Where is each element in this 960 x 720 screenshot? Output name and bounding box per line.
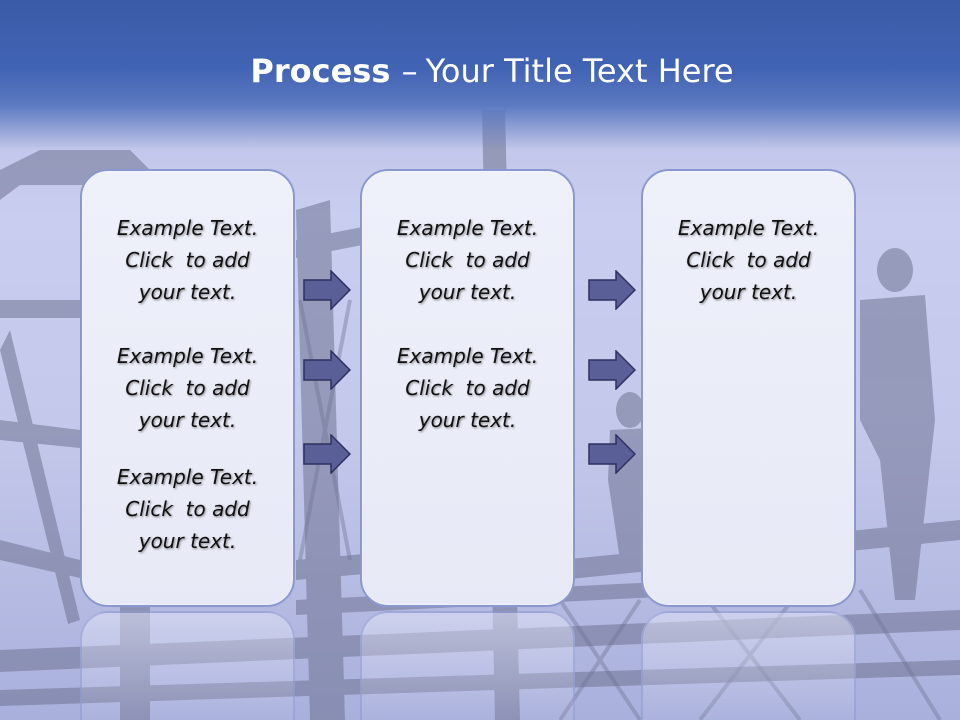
text-placeholder[interactable]: Example Text. Click to add your text. xyxy=(362,212,573,308)
text-line: your text. xyxy=(138,529,237,553)
text-placeholder[interactable]: Example Text. Click to add your text. xyxy=(643,212,854,308)
text-placeholder[interactable]: Example Text. Click to add your text. xyxy=(82,212,293,308)
text-line: Example Text. xyxy=(396,216,539,240)
text-line: Example Text. xyxy=(116,465,259,489)
right-arrow-icon[interactable] xyxy=(303,270,351,310)
text-placeholder[interactable]: Example Text. Click to add your text. xyxy=(82,340,293,436)
process-panel-1[interactable]: Example Text. Click to add your text. Ex… xyxy=(80,169,295,607)
text-line: Click to add xyxy=(405,248,530,272)
text-line: Example Text. xyxy=(677,216,820,240)
panel-reflection xyxy=(360,611,575,720)
title-keyword: Process xyxy=(250,52,391,90)
panel-reflection xyxy=(641,611,856,720)
text-placeholder[interactable]: Example Text. Click to add your text. xyxy=(82,461,293,557)
process-panel-2[interactable]: Example Text. Click to add your text. Ex… xyxy=(360,169,575,607)
text-line: Click to add xyxy=(686,248,811,272)
right-arrow-icon[interactable] xyxy=(588,350,636,390)
text-line: Click to add xyxy=(125,497,250,521)
right-arrow-icon[interactable] xyxy=(303,350,351,390)
title-separator: – xyxy=(401,52,418,90)
panel-reflection xyxy=(80,611,295,720)
right-arrow-icon[interactable] xyxy=(303,434,351,474)
text-line: Example Text. xyxy=(116,216,259,240)
text-line: your text. xyxy=(418,408,517,432)
text-line: your text. xyxy=(138,280,237,304)
text-line: Click to add xyxy=(125,248,250,272)
text-line: Example Text. xyxy=(396,344,539,368)
process-panel-3[interactable]: Example Text. Click to add your text. xyxy=(641,169,856,607)
title-text: Your Title Text Here xyxy=(425,52,734,90)
slide-title[interactable]: Process–Your Title Text Here xyxy=(0,52,960,90)
right-arrow-icon[interactable] xyxy=(588,270,636,310)
text-line: your text. xyxy=(699,280,798,304)
text-line: your text. xyxy=(138,408,237,432)
text-line: Example Text. xyxy=(116,344,259,368)
text-placeholder[interactable]: Example Text. Click to add your text. xyxy=(362,340,573,436)
text-line: Click to add xyxy=(405,376,530,400)
header-band xyxy=(0,0,960,150)
text-line: Click to add xyxy=(125,376,250,400)
right-arrow-icon[interactable] xyxy=(588,434,636,474)
text-line: your text. xyxy=(418,280,517,304)
